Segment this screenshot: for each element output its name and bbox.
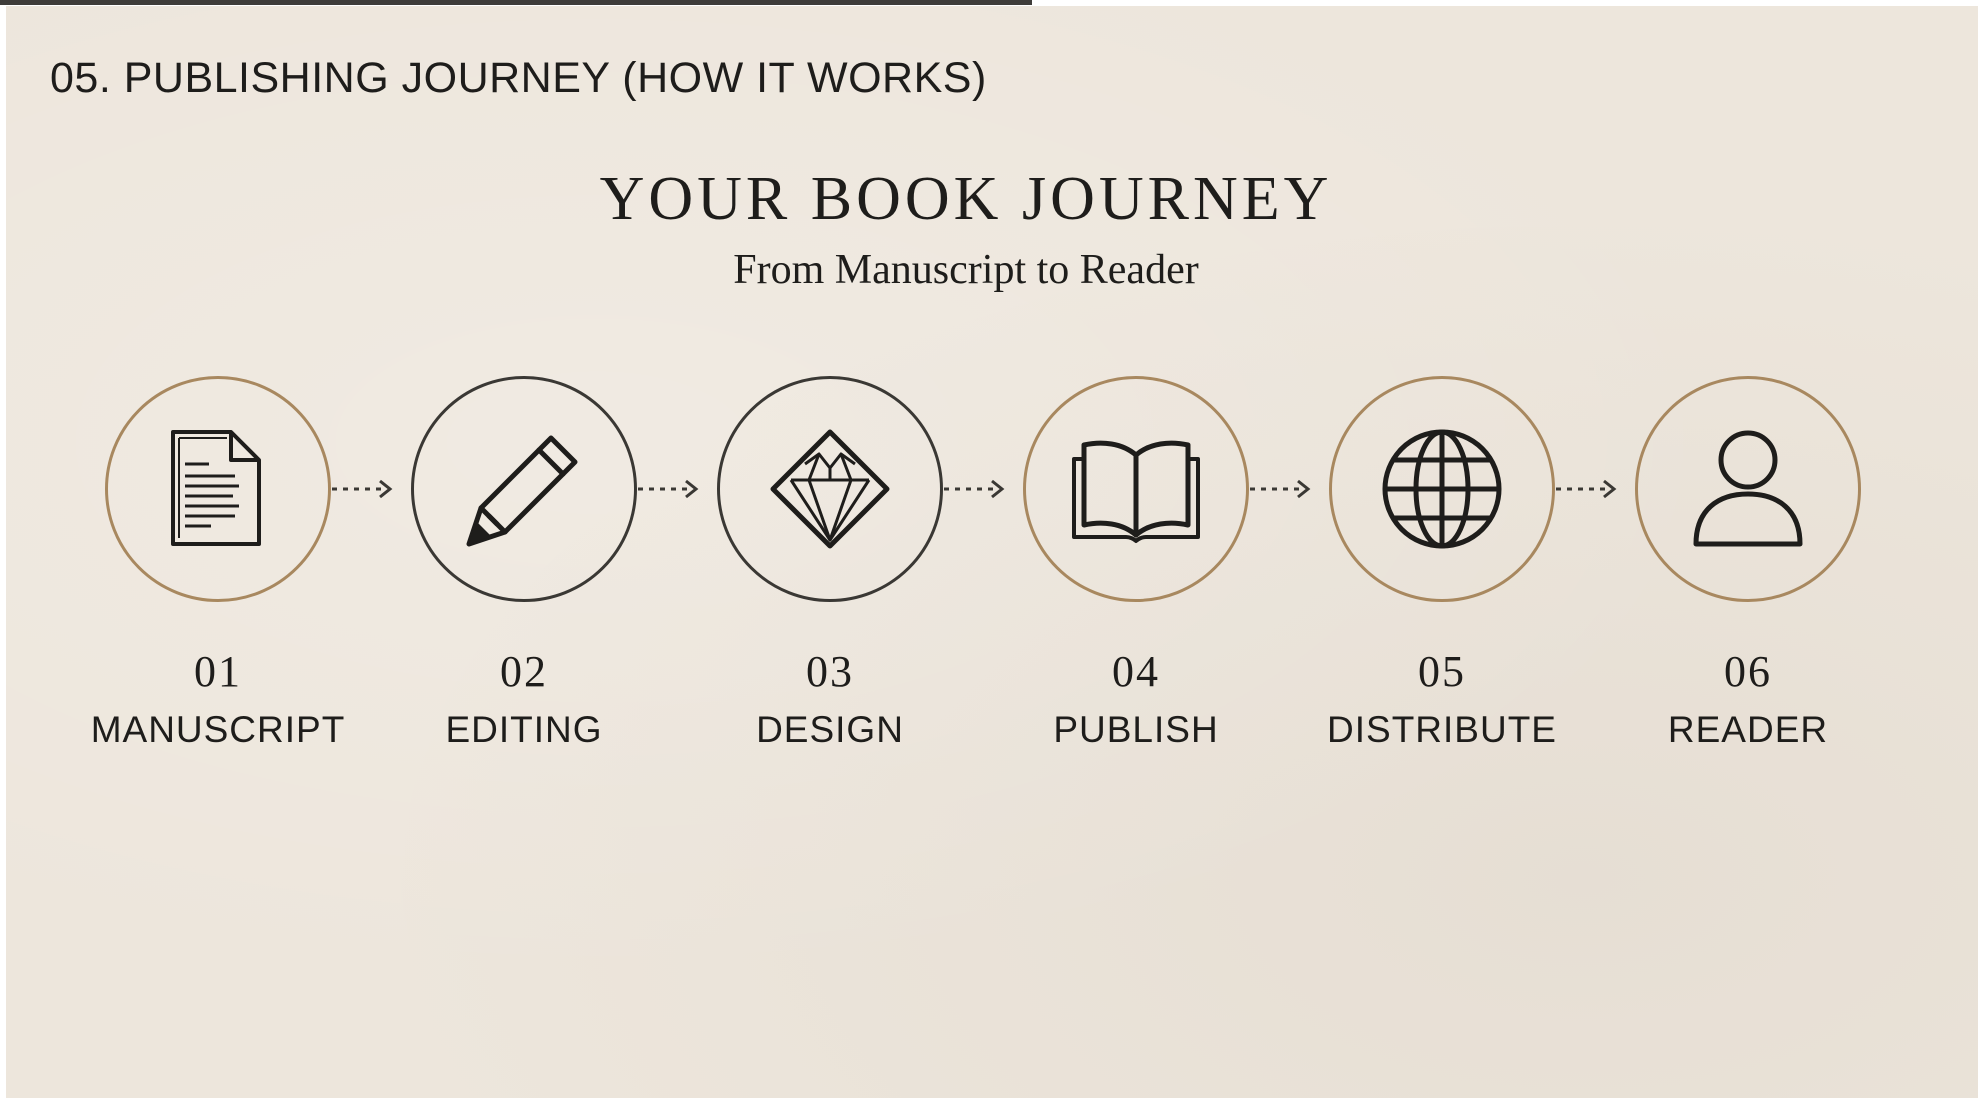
step-label: READER	[1667, 709, 1829, 750]
step-design: 03 DESIGN	[680, 376, 980, 751]
person-icon	[1693, 430, 1803, 547]
step-number: 06	[1724, 647, 1772, 696]
step-circle	[105, 376, 331, 602]
step-number: 01	[194, 647, 242, 696]
top-strip	[0, 0, 1032, 5]
pencil-icon	[466, 435, 578, 547]
arrow-right-icon	[1250, 479, 1311, 499]
step-circle	[411, 376, 637, 602]
arrow-right-icon	[638, 479, 699, 499]
step-number: 05	[1418, 647, 1466, 696]
document-icon	[171, 430, 261, 546]
step-reader: 06 READER	[1598, 376, 1898, 751]
step-distribute: 05 DISTRIBUTE	[1292, 376, 1592, 751]
arrow-right-icon	[944, 479, 1005, 499]
diamond-gem-icon	[770, 429, 890, 549]
step-label: EDITING	[445, 709, 603, 750]
step-number: 03	[806, 647, 854, 696]
step-circle	[1635, 376, 1861, 602]
step-publish: 04 PUBLISH	[986, 376, 1286, 751]
step-circle	[717, 376, 943, 602]
step-number: 04	[1112, 647, 1160, 696]
step-circle	[1023, 376, 1249, 602]
step-number: 02	[500, 647, 548, 696]
open-book-icon	[1072, 440, 1200, 543]
slide-card: 05. PUBLISHING JOURNEY (HOW IT WORKS) YO…	[6, 6, 1978, 1098]
step-manuscript: 01 MANUSCRIPT	[68, 376, 368, 751]
section-label: 05. PUBLISHING JOURNEY (HOW IT WORKS)	[50, 54, 987, 102]
step-label: MANUSCRIPT	[90, 709, 346, 750]
page-subtitle: From Manuscript to Reader	[733, 247, 1199, 293]
page-title: YOUR BOOK JOURNEY	[599, 165, 1333, 233]
arrow-right-icon	[1556, 479, 1617, 499]
step-label: PUBLISH	[1053, 709, 1219, 750]
journey-steps: 01 MANUSCRIPT 02 EDITING	[6, 376, 1978, 796]
step-editing: 02 EDITING	[374, 376, 674, 751]
globe-icon	[1382, 429, 1502, 549]
step-label: DISTRIBUTE	[1327, 709, 1557, 750]
step-circle	[1329, 376, 1555, 602]
arrow-right-icon	[332, 479, 393, 499]
step-label: DESIGN	[756, 709, 904, 750]
